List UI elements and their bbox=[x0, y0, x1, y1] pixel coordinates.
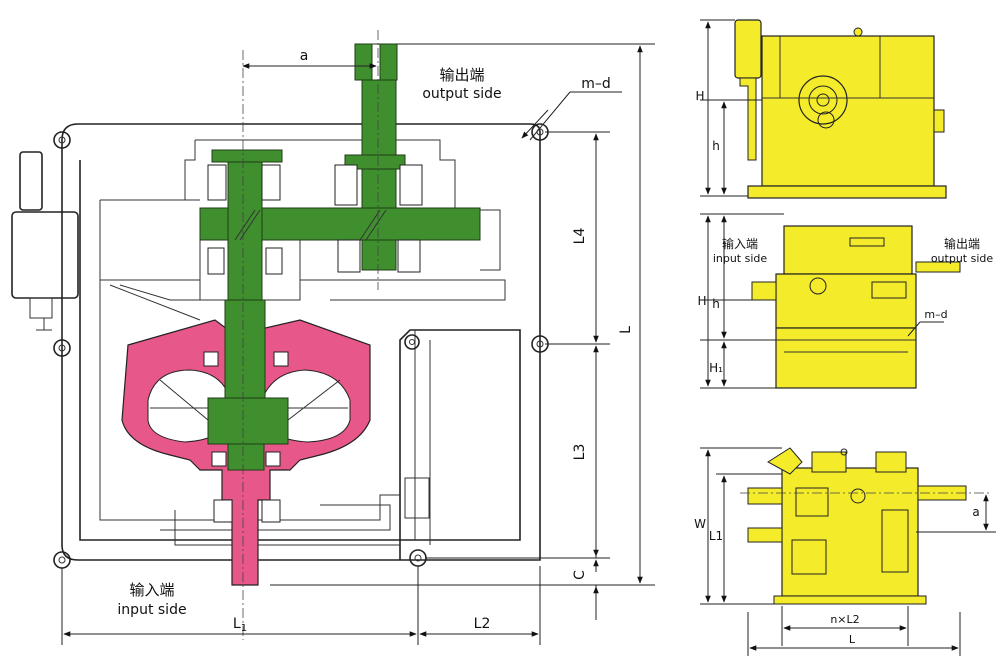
output-shaft-keyway bbox=[371, 43, 381, 81]
input-gear-hub bbox=[211, 149, 283, 163]
lower-plate bbox=[160, 504, 400, 546]
front-output-cn: 输出端 bbox=[944, 236, 980, 251]
front-output-en: output side bbox=[931, 252, 994, 265]
mount-hole-bottom-right bbox=[409, 549, 427, 567]
side-dim-h: h bbox=[712, 139, 720, 153]
dim-L2-label: L2 bbox=[474, 616, 491, 632]
housing-inner-frame bbox=[79, 160, 521, 560]
dim-C-label: C bbox=[572, 570, 588, 580]
front-dim-H: H bbox=[697, 294, 706, 308]
front-upper-housing bbox=[783, 225, 913, 275]
input-shaft-lower bbox=[227, 443, 265, 471]
bearing-input-left bbox=[213, 499, 233, 523]
dim-L4-label: L4 bbox=[572, 228, 588, 245]
top-dim-L1: L1 bbox=[709, 529, 723, 543]
bearing-coupling-right bbox=[273, 351, 289, 367]
side-actuator bbox=[734, 19, 762, 79]
front-input-en: input side bbox=[713, 252, 768, 265]
side-base bbox=[747, 185, 947, 199]
bearing-lower-left bbox=[211, 451, 227, 467]
bearing-mid-right bbox=[265, 247, 283, 275]
top-view: W L1 a n×L2 L bbox=[694, 447, 996, 656]
output-side-cn: 输出端 bbox=[439, 66, 484, 84]
turbine-hub bbox=[207, 397, 289, 445]
top-actuator bbox=[767, 447, 803, 475]
front-input-flange bbox=[751, 281, 777, 301]
output-gear-hub bbox=[344, 154, 406, 170]
bearing-input-right bbox=[261, 499, 281, 523]
side-actuator bbox=[11, 151, 79, 331]
upper-cover bbox=[184, 139, 501, 271]
front-view: H h H₁ 输入端 input side 输出端 output side m–… bbox=[697, 213, 994, 389]
dim-a-label: a bbox=[300, 48, 309, 64]
top-input-flange bbox=[747, 487, 783, 505]
bearings bbox=[203, 164, 423, 523]
mount-label: m–d bbox=[581, 76, 611, 92]
side-shaft-boss bbox=[798, 75, 848, 125]
side-view: H h bbox=[695, 19, 947, 199]
side-plug bbox=[404, 477, 430, 519]
coupling-vanes bbox=[150, 379, 348, 431]
top-dim-nL2: n×L2 bbox=[830, 613, 859, 626]
mount-hole-top-left bbox=[53, 131, 71, 149]
bearing-coupling-left bbox=[203, 351, 219, 367]
mount-hole-bottom-left bbox=[53, 551, 71, 569]
top-dim-a: a bbox=[972, 505, 979, 519]
bearing-output-lower-left bbox=[337, 239, 361, 273]
mount-leader bbox=[529, 91, 622, 141]
bearing-output-lower-right bbox=[397, 239, 421, 273]
mount-hole-mid-left bbox=[53, 339, 71, 357]
front-dim-h: h bbox=[712, 297, 720, 311]
top-dim-L: L bbox=[849, 633, 856, 646]
mount-hole-inner bbox=[404, 334, 420, 350]
output-shaft bbox=[361, 79, 397, 271]
input-shaft-mid bbox=[224, 299, 266, 401]
front-mount-label: m–d bbox=[924, 308, 947, 321]
front-base-housing bbox=[775, 327, 917, 389]
front-dim-H1: H₁ bbox=[709, 361, 723, 375]
bearing-lower-right bbox=[265, 451, 281, 467]
dim-L-label: L bbox=[618, 326, 634, 334]
bearing-upper-right bbox=[261, 164, 281, 201]
front-lower-housing bbox=[775, 273, 917, 329]
dim-L1-label: L1 bbox=[233, 616, 247, 634]
side-housing bbox=[761, 35, 935, 187]
gear-teeth bbox=[234, 209, 387, 241]
bearing-output-right bbox=[399, 164, 423, 206]
top-dim-W: W bbox=[694, 517, 706, 531]
input-side-cn: 输入端 bbox=[129, 581, 174, 599]
housing-outer-frame bbox=[61, 123, 541, 561]
bearing-output-left bbox=[334, 164, 358, 206]
front-output-shaft bbox=[915, 261, 961, 273]
main-section-view: a L L4 L3 C m–d 输出端 output side 输入端 inpu… bbox=[11, 30, 655, 645]
bearing-mid-left bbox=[207, 247, 225, 275]
side-dim-H: H bbox=[695, 89, 704, 103]
bearing-upper-left bbox=[207, 164, 227, 201]
top-housing bbox=[781, 467, 919, 597]
housing-rib bbox=[100, 199, 506, 301]
input-side-en: input side bbox=[117, 602, 186, 618]
housing-step bbox=[99, 200, 431, 545]
output-side-en: output side bbox=[422, 86, 501, 102]
front-input-cn: 输入端 bbox=[722, 236, 758, 251]
dim-L3-label: L3 bbox=[572, 444, 588, 461]
